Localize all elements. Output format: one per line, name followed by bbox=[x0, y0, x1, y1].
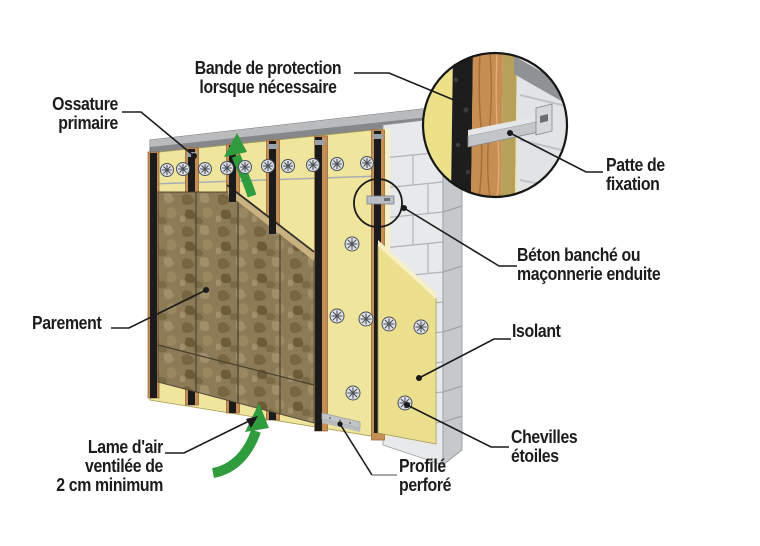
label-lame-air: Lame d'air ventilée de 2 cm minimum bbox=[56, 437, 163, 495]
leader-lines bbox=[111, 72, 603, 476]
label-beton-banche: Béton banché ou maçonnerie enduite bbox=[517, 245, 661, 284]
detail-fixing-bracket bbox=[467, 103, 553, 148]
leader-chevilles bbox=[404, 402, 509, 448]
leader-isolant bbox=[416, 338, 511, 381]
fixing-bracket-small bbox=[366, 195, 395, 205]
label-bande-protection: Bande de protection lorsque nécessaire bbox=[194, 58, 342, 97]
detail-source-circle bbox=[353, 178, 403, 228]
detail-cap bbox=[514, 56, 567, 106]
label-patte-fixation: Patte de fixation bbox=[606, 155, 665, 194]
insulation-panel-right bbox=[377, 240, 437, 445]
detail-zoom-circle bbox=[421, 51, 569, 199]
stud bbox=[314, 135, 328, 432]
parement-joints bbox=[157, 192, 315, 414]
leader-patte bbox=[507, 130, 603, 173]
leader-bande bbox=[354, 72, 467, 106]
airflow-arrow-top bbox=[224, 133, 257, 198]
leader-ossature bbox=[122, 111, 197, 159]
leader-parement bbox=[111, 287, 209, 329]
label-isolant: Isolant bbox=[512, 321, 561, 341]
label-profile-perfore: Profilé perforé bbox=[399, 456, 452, 495]
label-chevilles-etoiles: Chevilles étoiles bbox=[511, 427, 578, 466]
leader-profile bbox=[337, 421, 397, 476]
detail-protection-strip bbox=[451, 53, 473, 197]
stud bbox=[147, 151, 160, 399]
parement-cladding bbox=[157, 184, 315, 424]
leader-lame-air bbox=[165, 416, 258, 454]
label-ossature-primaire: Ossature primaire bbox=[52, 94, 119, 133]
label-parement: Parement bbox=[32, 313, 102, 333]
leader-beton bbox=[401, 205, 517, 267]
